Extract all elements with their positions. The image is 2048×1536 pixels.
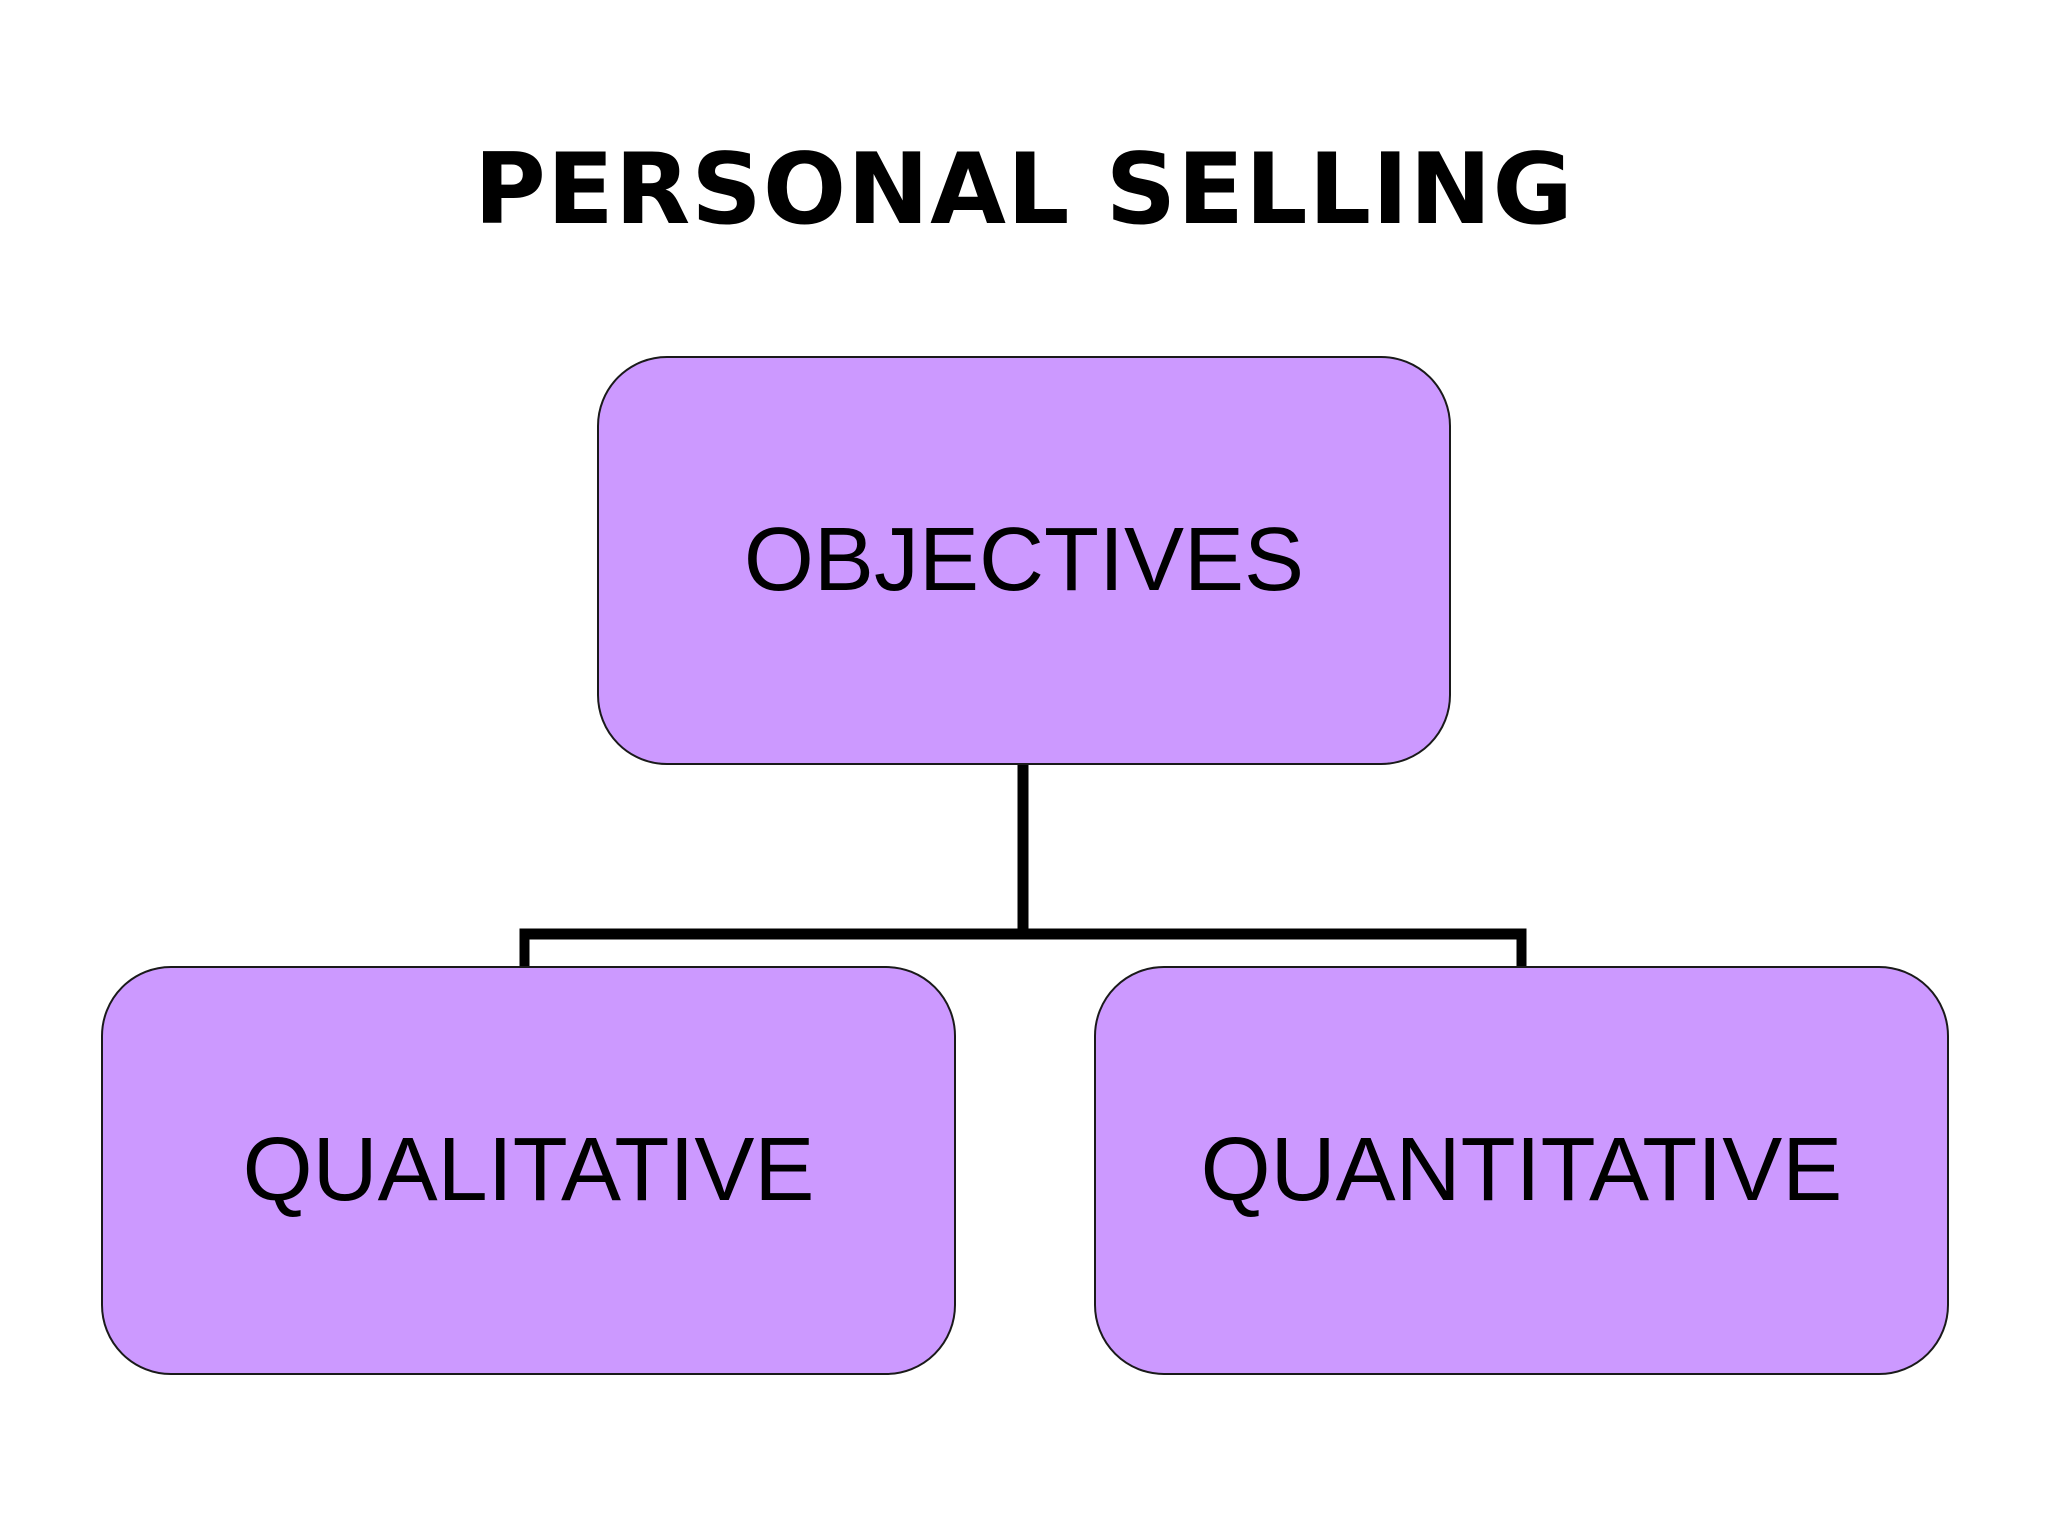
qualitative-label: QUALITATIVE [242,1120,815,1220]
quantitative-node: QUANTITATIVE [1094,966,1949,1375]
connector-outer [519,765,1527,966]
qualitative-node: QUALITATIVE [101,966,956,1375]
objectives-label: OBJECTIVES [743,510,1305,610]
slide-title: PERSONAL SELLING [474,133,1574,247]
objectives-node: OBJECTIVES [597,356,1451,765]
quantitative-label: QUANTITATIVE [1200,1120,1843,1220]
connector-inner [529,939,1517,966]
